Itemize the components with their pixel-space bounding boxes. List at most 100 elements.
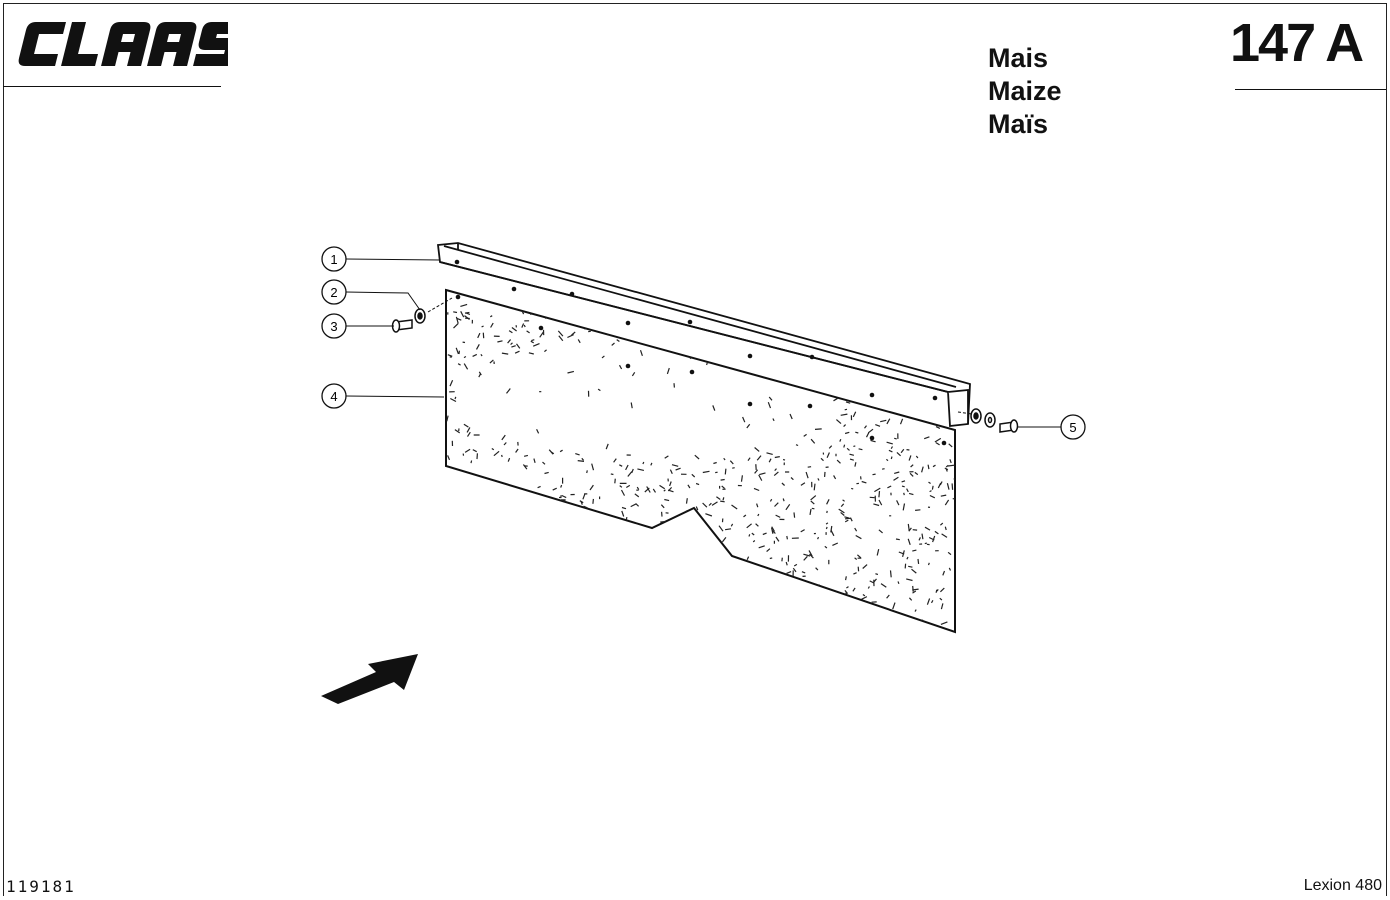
panel-speckle: [920, 628, 925, 631]
panel-speckle: [542, 461, 546, 465]
panel-speckle: [471, 583, 476, 586]
panel-speckle: [748, 534, 751, 537]
panel-speckle: [798, 296, 802, 299]
panel-speckle: [540, 309, 544, 312]
panel-speckle: [796, 358, 801, 366]
panel-speckle: [888, 393, 894, 396]
panel-speckle: [899, 418, 904, 425]
panel-speckle: [754, 447, 760, 452]
panel-speckle: [485, 604, 489, 606]
panel-speckle: [616, 339, 620, 342]
panel-speckle: [577, 602, 581, 609]
panel-speckle: [576, 546, 582, 550]
panel-speckle: [689, 295, 694, 299]
panel-speckle: [901, 485, 905, 488]
panel-speckle: [796, 323, 800, 327]
panel-speckle: [492, 586, 499, 592]
panel-speckle: [619, 485, 623, 488]
panel-speckle: [881, 375, 885, 379]
panel-speckle: [525, 495, 528, 498]
panel-speckle: [465, 312, 471, 316]
panel-speckle: [805, 294, 809, 298]
panel-speckle: [466, 577, 471, 581]
panel-speckle: [810, 495, 817, 501]
panel-speckle: [538, 544, 544, 548]
panel-speckle: [913, 336, 916, 340]
panel-speckle: [664, 498, 670, 502]
panel-speckle: [547, 627, 551, 632]
panel-speckle: [889, 570, 892, 578]
panel-speckle: [464, 448, 471, 453]
panel-speckle: [758, 545, 765, 549]
panel-speckle: [537, 583, 540, 587]
panel-speckle: [919, 356, 924, 359]
panel-speckle: [875, 424, 881, 427]
panel-speckle: [948, 567, 952, 571]
panel-speckle: [766, 309, 773, 314]
panel-speckle: [535, 626, 538, 631]
panel-speckle: [845, 592, 848, 595]
panel-speckle: [864, 335, 871, 339]
panel-speckle: [531, 564, 534, 570]
panel-speckle: [721, 537, 727, 543]
panel-speckle: [631, 371, 636, 377]
panel-speckle: [746, 423, 751, 429]
panel-speckle: [636, 633, 639, 637]
panel-speckle: [869, 298, 874, 305]
panel-speckle: [456, 510, 462, 514]
panel-speckle: [665, 615, 673, 619]
panel-speckle: [460, 620, 465, 624]
direction-arrow: [321, 654, 418, 704]
panel-speckle: [912, 549, 917, 552]
panel-speckle: [666, 339, 670, 345]
panel-speckle: [504, 607, 511, 615]
panel-speckle: [511, 539, 515, 547]
panel-speckle: [732, 467, 735, 469]
panel-speckle: [819, 302, 822, 306]
panel-speckle: [809, 553, 814, 559]
panel-speckle: [935, 589, 938, 593]
panel-speckle: [478, 535, 484, 541]
panel-speckle: [622, 618, 626, 622]
panel-speckle: [597, 625, 602, 631]
panel-speckle: [751, 290, 758, 295]
panel-speckle: [511, 345, 516, 348]
panel-speckle: [577, 460, 585, 462]
panel-speckle: [498, 556, 502, 559]
panel-speckle: [947, 464, 955, 467]
panel-speckle: [897, 325, 899, 329]
panel-speckle: [716, 297, 720, 305]
panel-speckle: [905, 306, 908, 309]
panel-speckle: [756, 455, 762, 461]
panel-speckle: [915, 347, 920, 351]
panel-speckle: [605, 594, 611, 599]
panel-speckle: [446, 551, 450, 553]
panel-speckle: [480, 353, 483, 357]
panel-speckle: [712, 405, 716, 411]
panel-speckle: [845, 605, 849, 613]
panel-speckle: [928, 481, 931, 484]
panel-speckle: [646, 486, 651, 493]
panel-speckle: [519, 581, 523, 586]
panel-speckle: [528, 531, 532, 535]
panel-speckle: [711, 501, 718, 506]
panel-speckle: [865, 615, 870, 618]
panel-speckle: [516, 292, 520, 298]
panel-speckle: [924, 526, 931, 531]
panel-speckle: [800, 529, 805, 533]
panel-speckle: [575, 318, 582, 321]
panel-speckle: [922, 326, 925, 333]
panel-speckle: [792, 567, 797, 573]
panel-speckle: [697, 603, 700, 610]
panel-speckle: [905, 340, 908, 348]
panel-speckle: [769, 557, 773, 560]
panel-speckle: [886, 441, 893, 445]
panel-speckle: [516, 343, 521, 349]
panel-speckle: [790, 477, 794, 481]
panel-speckle: [532, 343, 540, 347]
panel-speckle: [677, 550, 682, 553]
panel-speckle: [863, 316, 868, 321]
panel-speckle: [740, 564, 746, 567]
panel-speckle: [845, 384, 849, 390]
